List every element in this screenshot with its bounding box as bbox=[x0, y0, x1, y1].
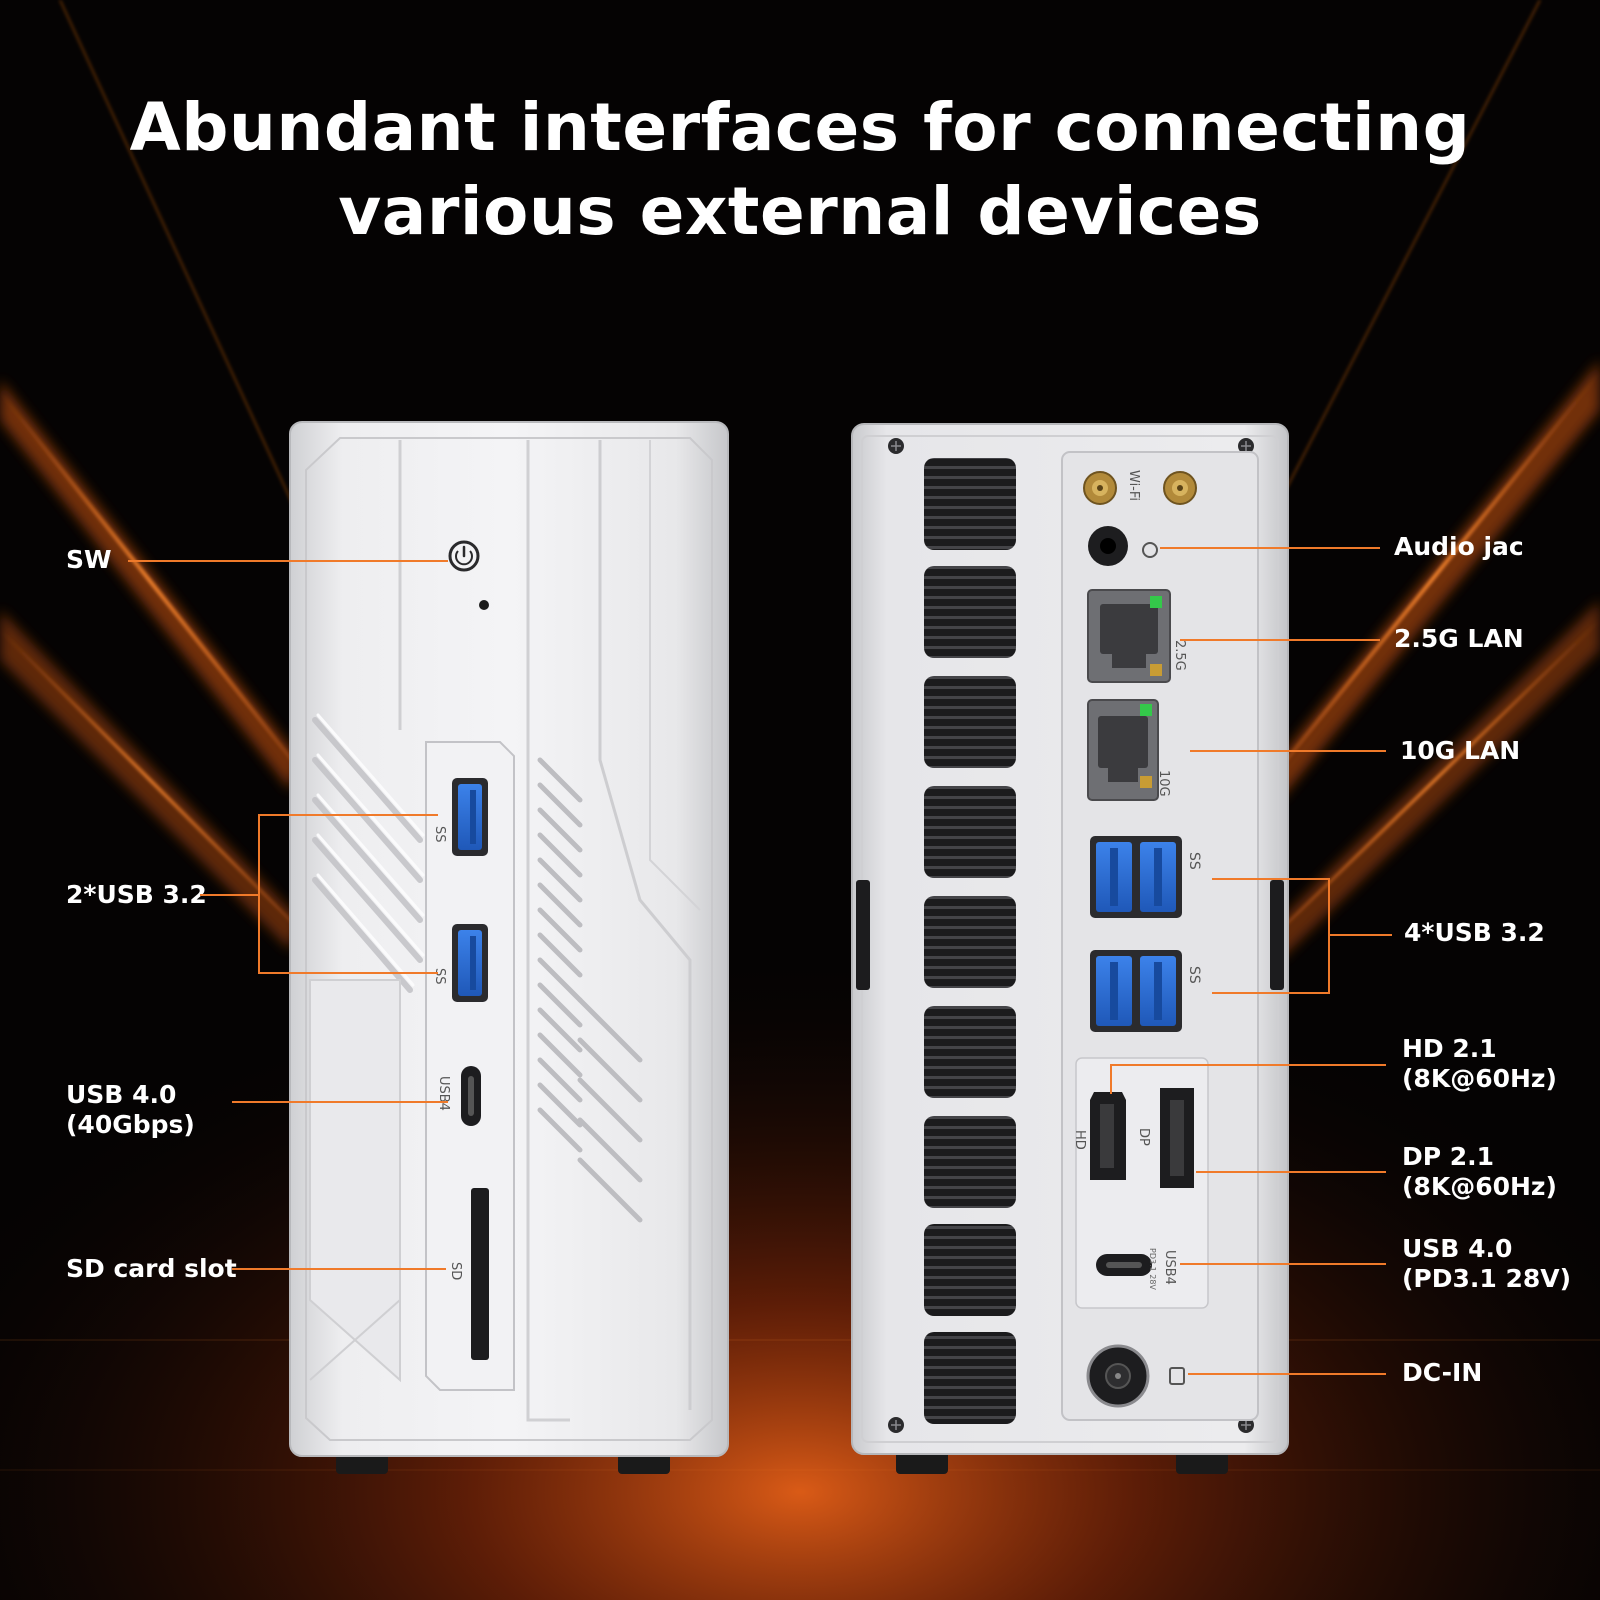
label-front-usb40-line2: (40Gbps) bbox=[66, 1110, 195, 1139]
callout-line-dcin bbox=[1188, 1373, 1386, 1375]
label-rear-usb40-line2: (PD3.1 28V) bbox=[1402, 1264, 1572, 1293]
label-audio: Audio jac bbox=[1394, 532, 1524, 561]
callout-bracket-front-usb32 bbox=[258, 814, 260, 974]
dp-marking: DP bbox=[1136, 1128, 1151, 1146]
front-usb4-marking: USB4 bbox=[436, 1076, 451, 1111]
label-rear-usb40-line1: USB 4.0 bbox=[1402, 1234, 1513, 1263]
label-sw: SW bbox=[66, 545, 112, 574]
label-hd: HD 2.1 (8K@60Hz) bbox=[1402, 1034, 1557, 1094]
rear-ss-marking-1: SS bbox=[1186, 852, 1202, 870]
label-dp: DP 2.1 (8K@60Hz) bbox=[1402, 1142, 1557, 1202]
callout-line-sd bbox=[232, 1268, 446, 1270]
front-ss-marking-1: SS bbox=[432, 826, 447, 843]
callout-line-lan25 bbox=[1180, 639, 1380, 641]
callout-line-front-usb32-top bbox=[258, 814, 438, 816]
label-dp-line1: DP 2.1 bbox=[1402, 1142, 1495, 1171]
headline-line-1: Abundant interfaces for connecting bbox=[129, 89, 1471, 166]
label-rear-usb32: 4*USB 3.2 bbox=[1404, 918, 1545, 947]
lan10-marking: 10G bbox=[1156, 770, 1171, 797]
label-hd-line1: HD 2.1 bbox=[1402, 1034, 1497, 1063]
callout-line-sw bbox=[128, 560, 448, 562]
callout-line-rear-usb32 bbox=[1328, 934, 1392, 936]
front-unit: SS SS USB4 SD bbox=[289, 421, 729, 1474]
label-dp-line2: (8K@60Hz) bbox=[1402, 1172, 1557, 1201]
label-front-usb40-line1: USB 4.0 bbox=[66, 1080, 177, 1109]
rear-pd-marking: PD3.1 28V bbox=[1148, 1248, 1157, 1290]
front-ss-marking-2: SS bbox=[432, 968, 447, 985]
label-lan10: 10G LAN bbox=[1400, 736, 1521, 765]
callout-line-lan10 bbox=[1190, 750, 1386, 752]
label-front-usb32: 2*USB 3.2 bbox=[66, 880, 207, 909]
callout-line-rear-usb40 bbox=[1180, 1263, 1386, 1265]
callout-line-front-usb32 bbox=[200, 894, 258, 896]
label-lan25: 2.5G LAN bbox=[1394, 624, 1524, 653]
label-sd: SD card slot bbox=[66, 1254, 237, 1283]
rear-ss-marking-2: SS bbox=[1186, 966, 1202, 984]
label-front-usb40: USB 4.0 (40Gbps) bbox=[66, 1080, 195, 1140]
wifi-marking: Wi-Fi bbox=[1126, 470, 1141, 501]
callout-line-dp bbox=[1196, 1171, 1386, 1173]
callout-line-rear-usb32-top bbox=[1212, 878, 1330, 880]
rear-usb4-marking: USB4 bbox=[1162, 1250, 1177, 1285]
callout-line-front-usb40 bbox=[232, 1101, 448, 1103]
callout-bracket-rear-usb32 bbox=[1328, 878, 1330, 994]
callout-line-rear-usb32-bottom bbox=[1212, 992, 1330, 994]
label-rear-usb40: USB 4.0 (PD3.1 28V) bbox=[1402, 1234, 1571, 1294]
rear-unit: Wi-Fi 2.5G 10G SS bbox=[851, 423, 1289, 1474]
label-hd-line2: (8K@60Hz) bbox=[1402, 1064, 1557, 1093]
lan25-marking: 2.5G bbox=[1172, 640, 1187, 671]
label-dcin: DC-IN bbox=[1402, 1358, 1483, 1387]
callout-line-hd bbox=[1110, 1064, 1386, 1066]
callout-line-front-usb32-bottom bbox=[258, 972, 438, 974]
front-sd-marking: SD bbox=[448, 1262, 463, 1280]
callout-bracket-hd bbox=[1110, 1064, 1112, 1094]
hd-marking: HD bbox=[1072, 1130, 1087, 1150]
headline-line-2: various external devices bbox=[338, 173, 1262, 250]
callout-line-audio bbox=[1160, 547, 1380, 549]
